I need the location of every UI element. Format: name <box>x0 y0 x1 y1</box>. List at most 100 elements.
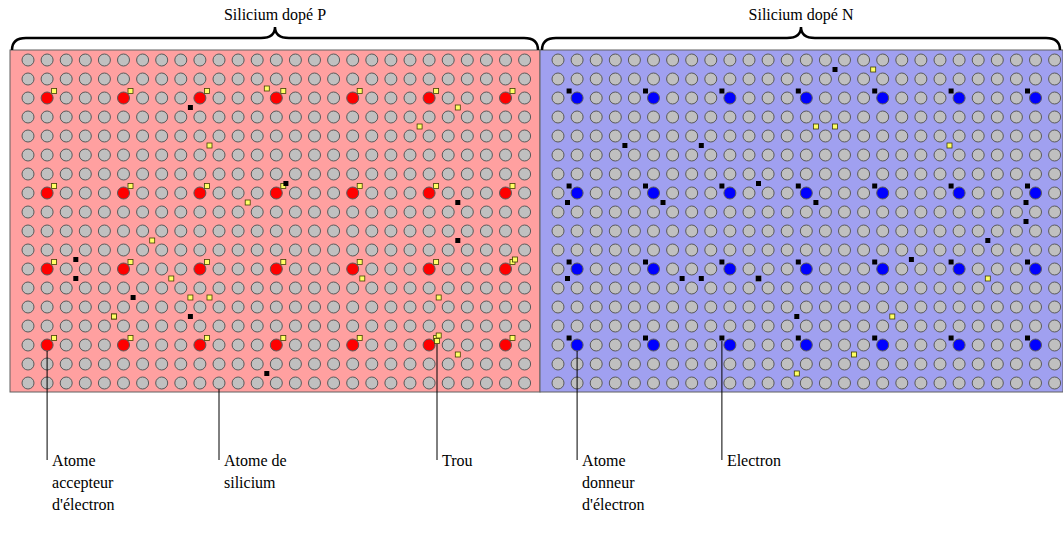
silicon-atom <box>590 301 602 313</box>
silicon-atom <box>1030 320 1042 332</box>
silicon-atom <box>762 358 774 370</box>
silicon-atom <box>571 149 583 161</box>
silicon-atom <box>328 149 340 161</box>
silicon-atom <box>934 320 946 332</box>
silicon-atom <box>667 149 679 161</box>
silicon-atom <box>213 358 225 370</box>
silicon-atom <box>972 301 984 313</box>
silicon-atom <box>175 282 187 294</box>
hole <box>434 89 439 94</box>
hole <box>436 333 441 338</box>
silicon-atom <box>686 149 698 161</box>
silicon-atom <box>877 206 889 218</box>
silicon-atom <box>724 358 736 370</box>
silicon-atom <box>686 377 698 389</box>
silicon-atom <box>743 282 755 294</box>
silicon-atom <box>762 225 774 237</box>
silicon-atom <box>404 282 416 294</box>
silicon-atom <box>609 54 621 66</box>
silicon-atom <box>724 168 736 180</box>
donor-atom <box>877 92 889 104</box>
silicon-atom <box>705 187 717 199</box>
hole <box>434 184 439 189</box>
silicon-atom <box>366 358 378 370</box>
silicon-atom <box>270 130 282 142</box>
silicon-atom <box>519 206 531 218</box>
electron <box>756 181 761 186</box>
silicon-atom <box>934 111 946 123</box>
electron <box>1024 200 1029 205</box>
silicon-atom <box>79 301 91 313</box>
silicon-atom <box>724 301 736 313</box>
silicon-atom <box>991 301 1003 313</box>
silicon-atom <box>213 149 225 161</box>
silicon-atom <box>1030 168 1042 180</box>
silicon-atom <box>328 187 340 199</box>
silicon-atom <box>175 54 187 66</box>
silicon-atom <box>1049 301 1061 313</box>
silicon-atom <box>480 92 492 104</box>
silicon-atom <box>98 187 110 199</box>
silicon-atom <box>79 339 91 351</box>
silicon-atom <box>991 206 1003 218</box>
silicon-atom <box>289 111 301 123</box>
silicon-atom <box>991 187 1003 199</box>
silicon-atom <box>896 358 908 370</box>
silicon-atom <box>347 282 359 294</box>
silicon-atom <box>667 206 679 218</box>
silicon-atom <box>328 244 340 256</box>
silicon-atom <box>839 130 851 142</box>
silicon-atom <box>1030 73 1042 85</box>
silicon-atom <box>934 149 946 161</box>
silicon-atom <box>1030 301 1042 313</box>
silicon-atom <box>705 92 717 104</box>
silicon-atom <box>118 225 130 237</box>
silicon-atom <box>79 225 91 237</box>
silicon-atom <box>366 149 378 161</box>
silicon-atom <box>60 92 72 104</box>
silicon-atom <box>232 92 244 104</box>
silicon-atom <box>571 54 583 66</box>
silicon-atom <box>628 225 640 237</box>
silicon-atom <box>213 187 225 199</box>
silicon-atom <box>762 339 774 351</box>
silicon-atom <box>839 149 851 161</box>
silicon-atom <box>232 168 244 180</box>
silicon-atom <box>156 225 168 237</box>
silicon-atom <box>60 358 72 370</box>
silicon-atom <box>137 54 149 66</box>
silicon-atom <box>762 263 774 275</box>
silicon-atom <box>628 263 640 275</box>
silicon-atom <box>896 54 908 66</box>
hole <box>150 238 155 243</box>
silicon-atom <box>1010 358 1022 370</box>
silicon-atom <box>251 282 263 294</box>
electron <box>949 89 954 94</box>
silicon-atom <box>194 377 206 389</box>
silicon-atom <box>972 54 984 66</box>
silicon-atom <box>309 301 321 313</box>
silicon-atom <box>41 320 53 332</box>
silicon-atom <box>137 73 149 85</box>
hole <box>871 67 876 72</box>
silicon-atom <box>953 130 965 142</box>
silicon-atom <box>442 130 454 142</box>
silicon-atom <box>839 92 851 104</box>
electron <box>188 314 193 319</box>
silicon-atom <box>79 377 91 389</box>
silicon-atom <box>1030 244 1042 256</box>
silicon-atom <box>819 263 831 275</box>
donor-atom <box>953 339 965 351</box>
silicon-atom <box>552 263 564 275</box>
silicon-atom <box>194 73 206 85</box>
silicon-atom <box>289 73 301 85</box>
silicon-atom <box>60 244 72 256</box>
donor-atom <box>648 92 660 104</box>
silicon-atom <box>309 244 321 256</box>
silicon-atom <box>915 244 927 256</box>
silicon-atom <box>194 301 206 313</box>
silicon-atom <box>705 168 717 180</box>
silicon-atom <box>60 111 72 123</box>
silicon-atom <box>194 149 206 161</box>
